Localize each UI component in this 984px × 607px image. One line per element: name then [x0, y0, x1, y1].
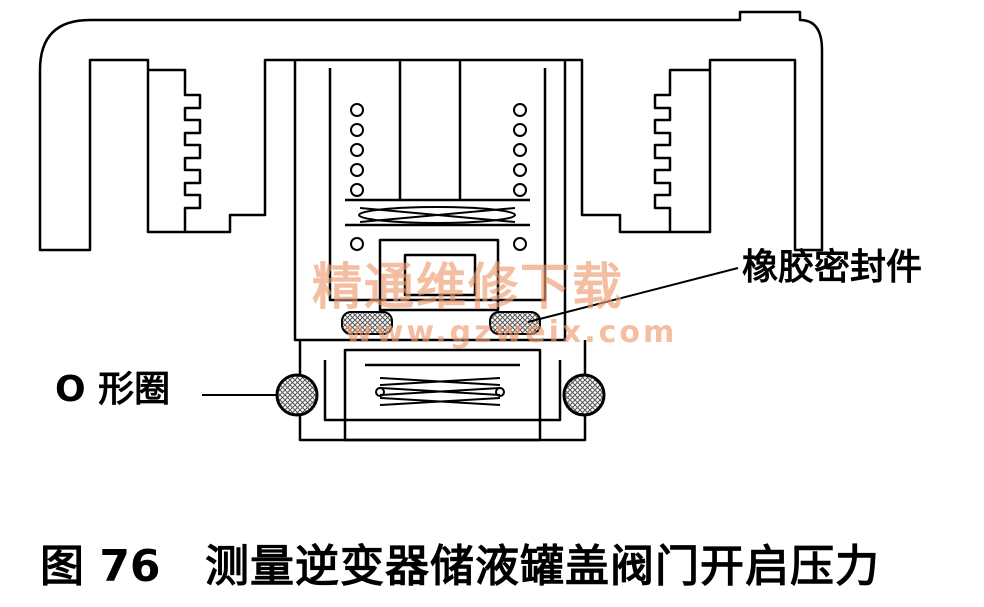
cap-lower-body — [298, 340, 587, 442]
o-ring-label: O 形圈 — [55, 369, 171, 410]
seal-leader-line — [527, 267, 739, 323]
cap-outer-shell — [38, 10, 824, 252]
valve-housing-inner — [328, 68, 547, 302]
left-spring-coils — [350, 103, 364, 251]
figure-number: 图 76 — [40, 541, 161, 592]
watermark-site-name: 精通维修下载 — [312, 258, 624, 316]
seal-label: 橡胶密封件 — [742, 247, 923, 288]
right-spring-coils — [513, 103, 527, 251]
watermark-url: www.gzweix.com — [345, 315, 678, 350]
right-grip-ribs — [653, 68, 710, 232]
valve-body — [378, 238, 500, 312]
rubber-seal — [341, 311, 541, 335]
figure-title: 测量逆变器储液罐盖阀门开启压力 — [205, 541, 880, 592]
valve-housing-outer — [293, 60, 567, 342]
o-ring — [275, 373, 606, 417]
main-spring — [358, 206, 516, 224]
lower-valve-spring — [375, 377, 505, 406]
left-grip-ribs — [148, 68, 202, 232]
